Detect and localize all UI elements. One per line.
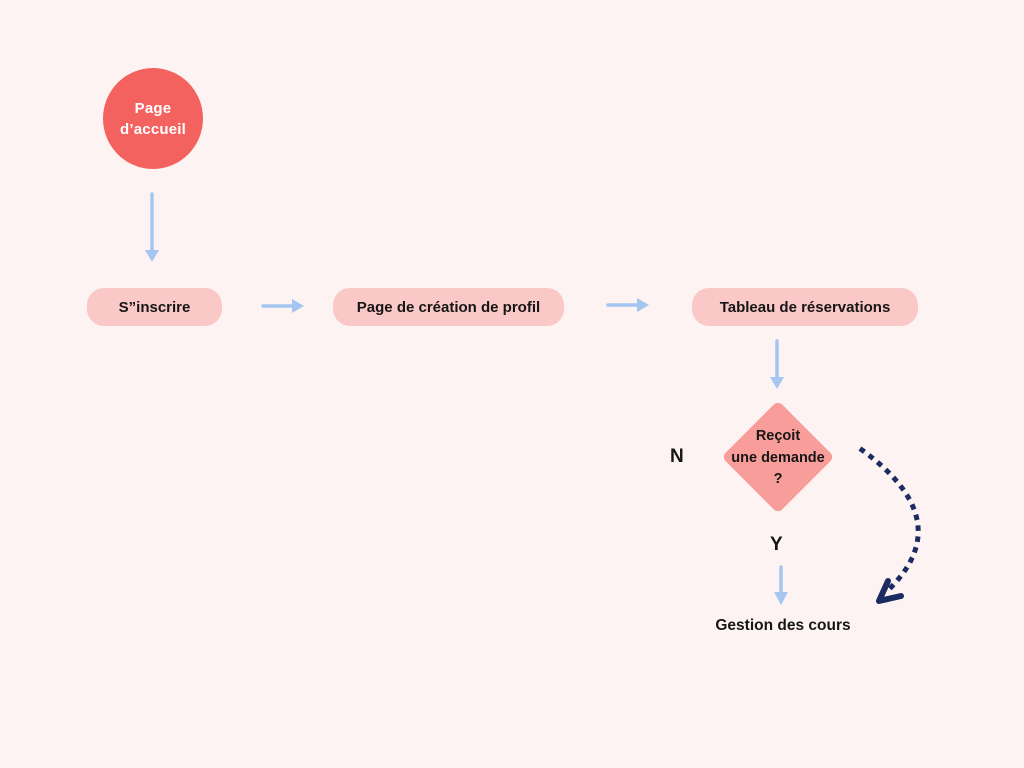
arrow-creation-to-reservations [606, 298, 649, 312]
node-gestion-cours: Gestion des cours [715, 617, 851, 634]
arrow-sinscrire-to-creation [261, 299, 304, 313]
node-page-creation-profil-label: Page de création de profil [356, 298, 541, 316]
arrow-yes-to-gestion [774, 565, 788, 605]
branch-label-yes: Y [770, 534, 783, 555]
arrow-head-icon [774, 592, 788, 605]
node-page-accueil-label-line2: d’accueil [120, 120, 186, 138]
node-page-accueil-label-line1: Page [134, 99, 172, 117]
decision-label-line1: Reçoit [755, 428, 801, 444]
node-page-accueil: Page d’accueil [103, 68, 203, 169]
node-page-creation-profil: Page de création de profil [333, 288, 564, 326]
arrow-head-icon [637, 298, 649, 312]
arrow-head-icon [292, 299, 304, 313]
arrow-reservations-to-decision [770, 339, 784, 389]
arrow-head-icon [770, 377, 784, 389]
node-sinscrire: S”inscrire [87, 288, 222, 326]
decision-label-line3: ? [773, 471, 783, 487]
curve-arrowhead-icon [876, 578, 904, 604]
node-tableau-reservations-label: Tableau de réservations [719, 298, 891, 316]
decision-label: Reçoit une demande ? [708, 426, 848, 491]
decision-label-line2: une demande [731, 449, 825, 466]
node-sinscrire-label: S”inscrire [118, 298, 191, 316]
arrow-head-icon [145, 250, 159, 262]
arrow-accueil-to-sinscrire [145, 192, 159, 262]
branch-label-no: N [670, 446, 684, 467]
node-tableau-reservations: Tableau de réservations [692, 288, 918, 326]
curve-dotted-path [858, 446, 921, 598]
curve-no-branch [858, 446, 921, 604]
